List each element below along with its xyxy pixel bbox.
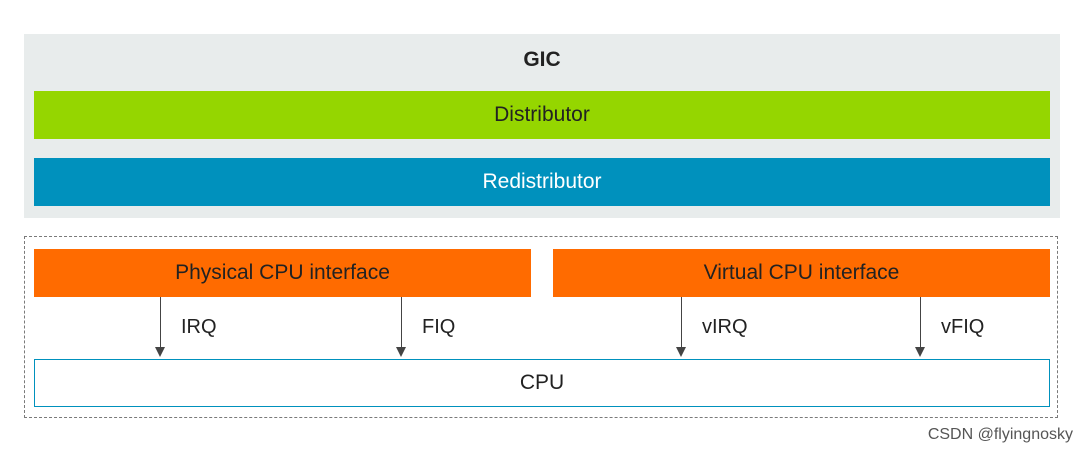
cpu-interface-group — [24, 236, 1058, 418]
fiq-arrow-head — [396, 347, 406, 357]
virtual-cpu-interface-block: Virtual CPU interface — [553, 249, 1050, 297]
fiq-label: FIQ — [422, 316, 456, 338]
redistributor-block: Redistributor — [34, 158, 1050, 206]
irq-label: IRQ — [181, 316, 217, 338]
physical-cpu-interface-block: Physical CPU interface — [34, 249, 531, 297]
distributor-block: Distributor — [34, 91, 1050, 139]
vfiq-arrow-head — [915, 347, 925, 357]
irq-arrow-head — [155, 347, 165, 357]
vfiq-arrow-line — [920, 297, 921, 349]
vfiq-label: vFIQ — [941, 316, 985, 338]
cpu-block: CPU — [34, 359, 1050, 407]
virq-arrow-line — [681, 297, 682, 349]
irq-arrow-line — [160, 297, 161, 349]
virq-arrow-head — [676, 347, 686, 357]
gic-title: GIC — [523, 48, 561, 71]
virq-label: vIRQ — [702, 316, 748, 338]
watermark: CSDN @flyingnosky — [927, 426, 1073, 443]
fiq-arrow-line — [401, 297, 402, 349]
